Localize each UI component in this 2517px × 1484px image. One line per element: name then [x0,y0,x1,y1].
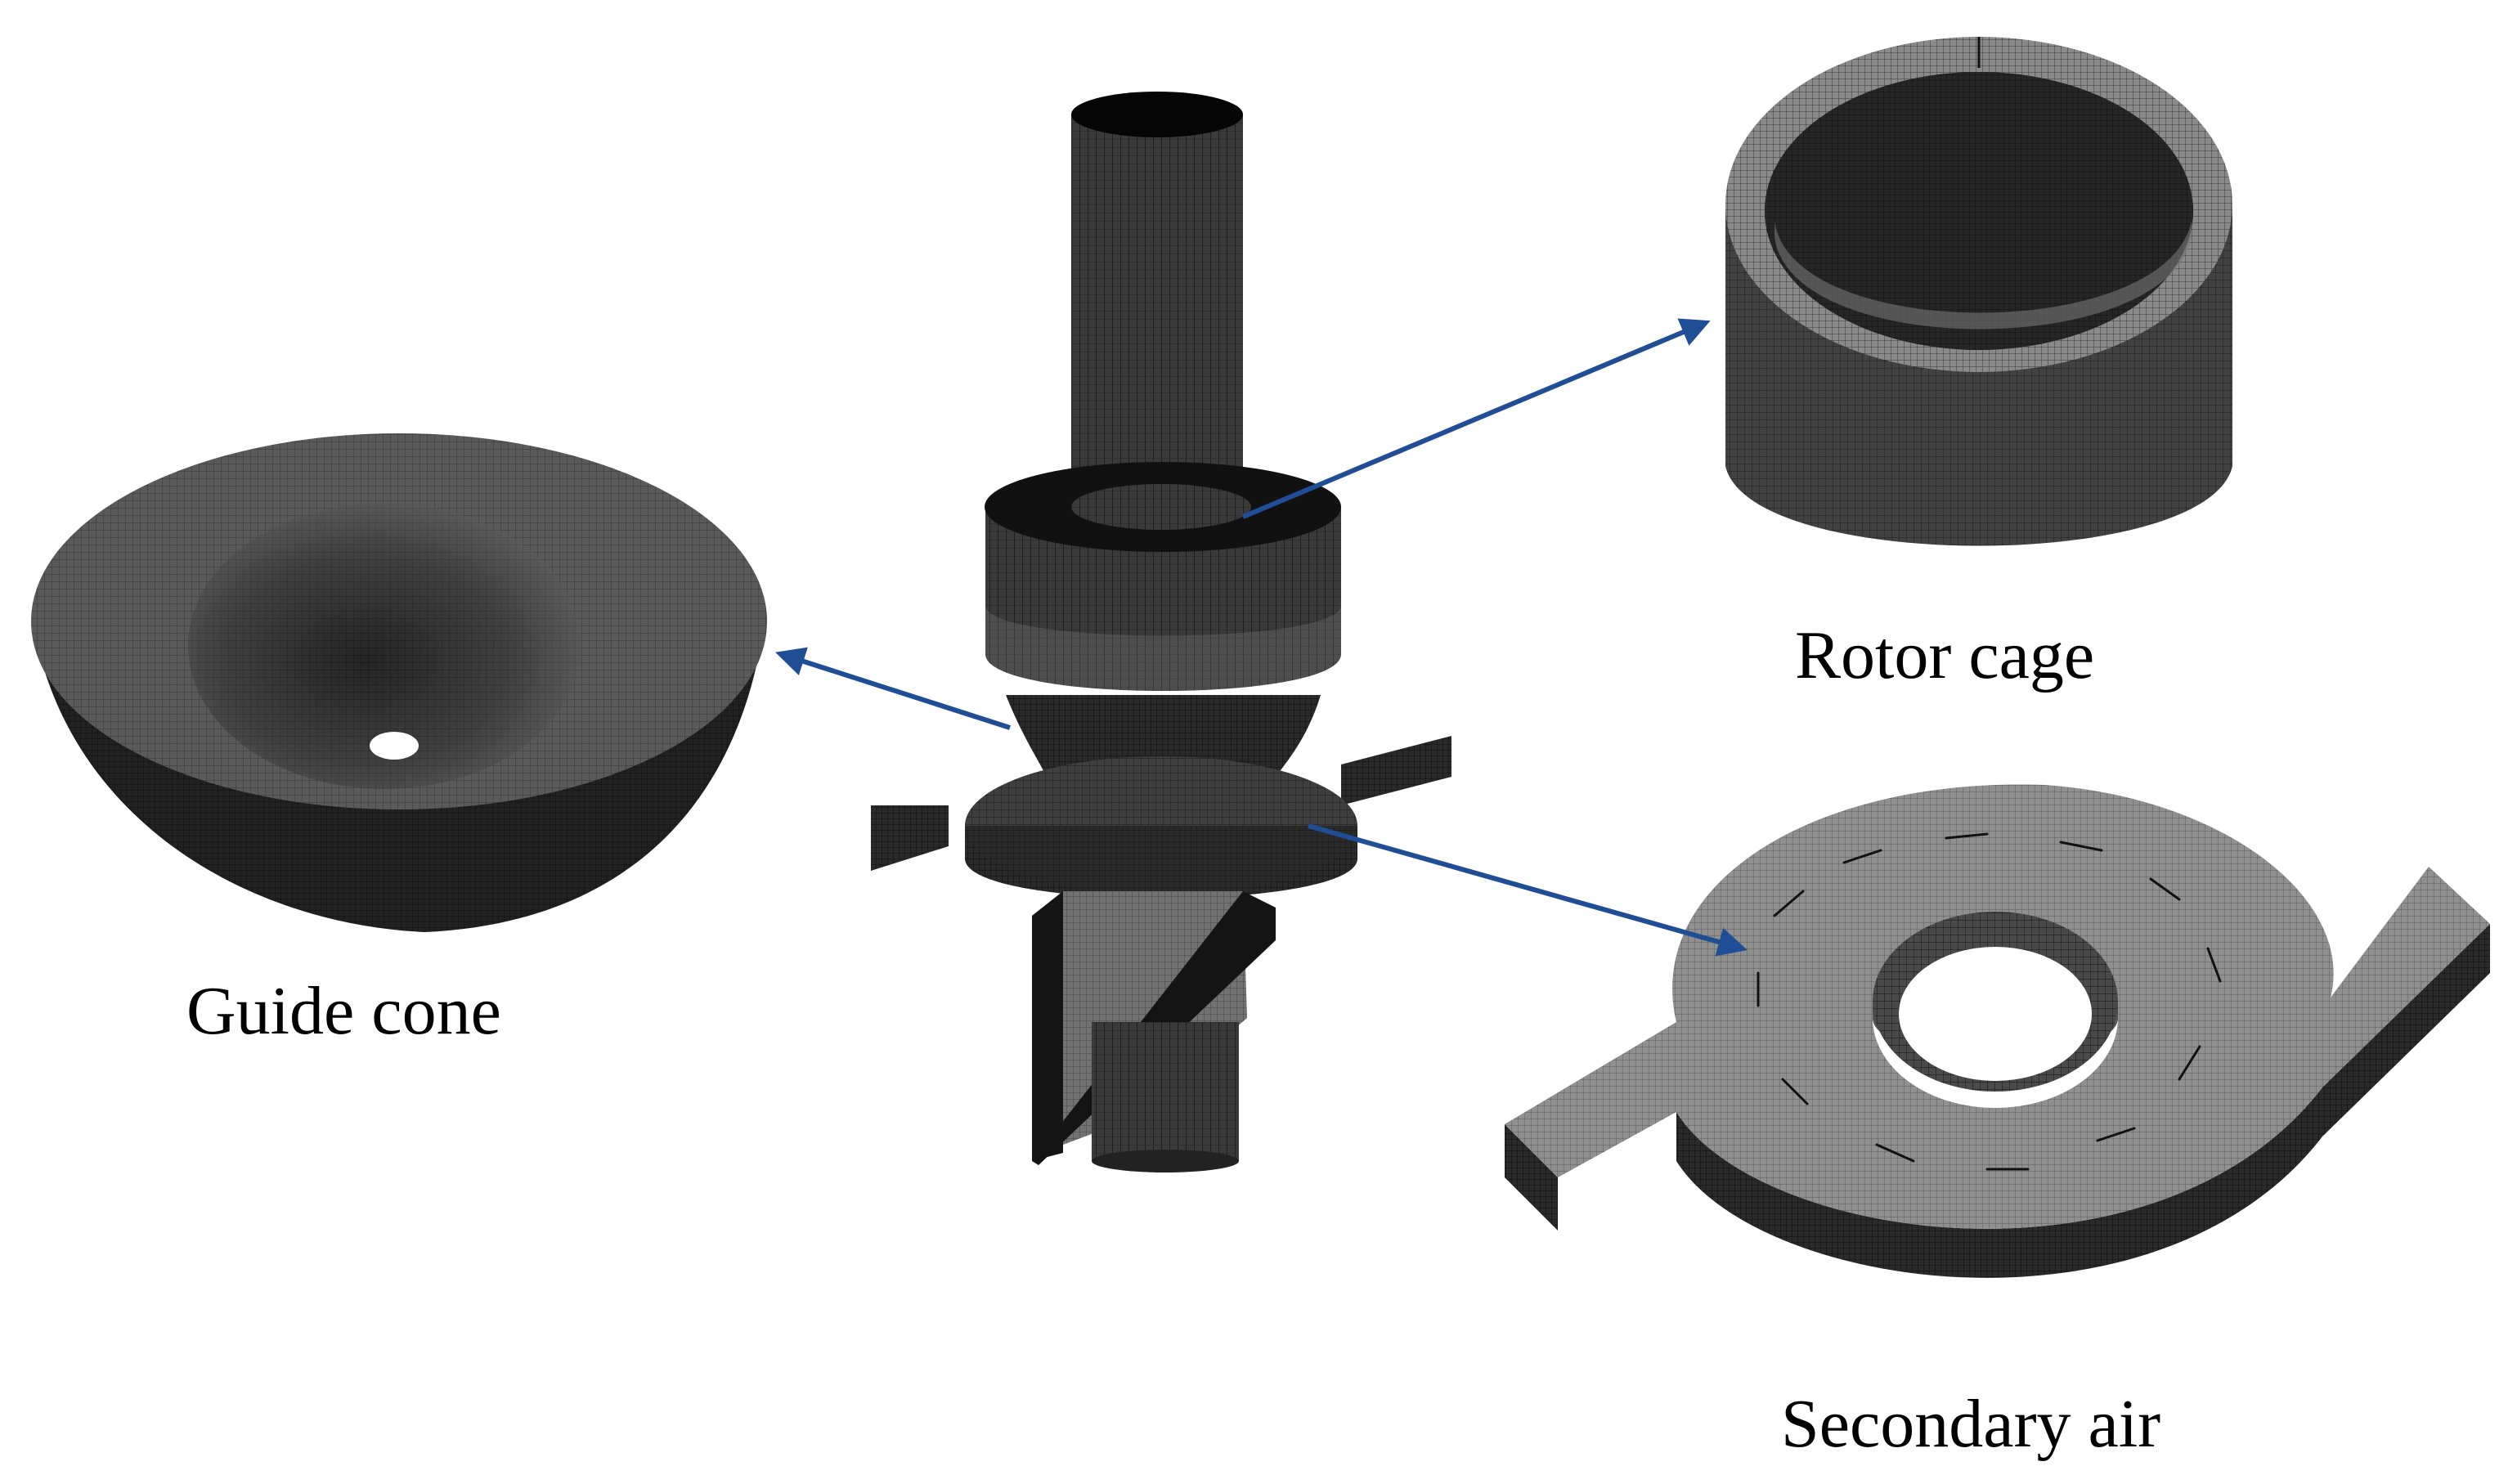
connector-arrows [775,318,1748,957]
rotor-cage-label: Rotor cage [1795,617,2095,693]
rotor-cage-mesh [1725,37,2232,546]
secondary-air-label: Secondary air [1781,1386,2161,1462]
classifier-assembly-mesh [871,92,1451,1172]
arrow-to-rotor-cage [1241,318,1711,519]
guide-cone-mesh [31,433,767,932]
guide-cone-label: Guide cone [186,973,501,1049]
arrow-to-secondary-air [1308,823,1748,957]
secondary-air-mesh [1505,784,2490,1278]
arrow-to-guide-cone [775,647,1011,730]
